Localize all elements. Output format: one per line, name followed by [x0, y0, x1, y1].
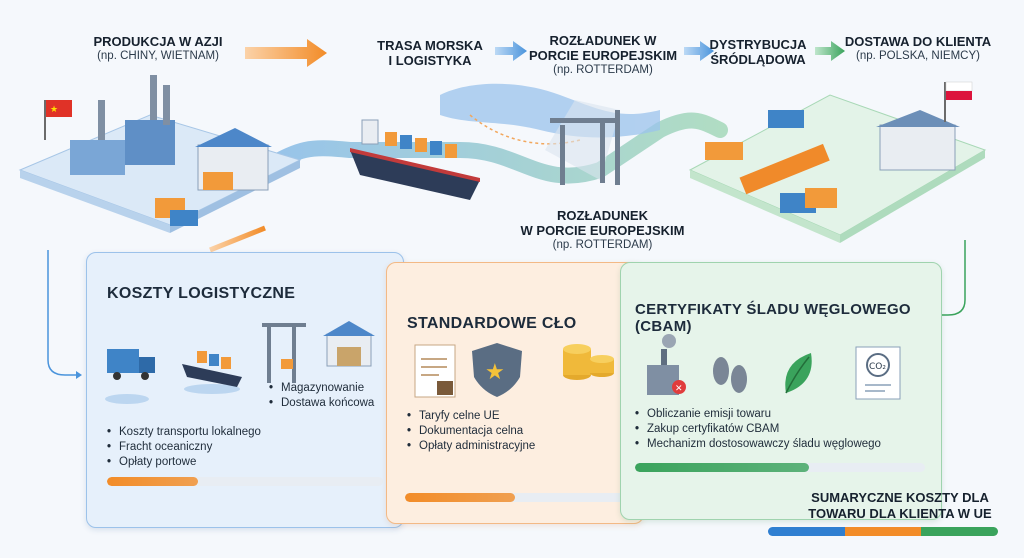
panel-title: KOSZTY LOGISTYCZNE: [107, 285, 296, 302]
summary-caption: SUMARYCZNE KOSZTY DLA TOWARU DLA KLIENTA…: [790, 490, 1010, 522]
logistics-costs-panel: KOSZTY LOGISTYCZNE: [86, 252, 404, 528]
cbam-panel: CERTYFIKATY ŚLADU WĘGLOWEGO (CBAM) ✕ CO₂: [620, 262, 942, 520]
stage-header-production: PRODUKCJA W AZJI (np. CHINY, WIETNAM): [78, 34, 238, 64]
summary-line1: SUMARYCZNE KOSZTY DLA: [811, 490, 989, 505]
duty-bullets: Taryfy celne UE Dokumentacja celna Opłat…: [407, 409, 535, 454]
stage-title-line1: DYSTRYBUCJA: [709, 37, 807, 52]
svg-text:★: ★: [50, 105, 58, 115]
logistics-bullets-left: Koszty transportu lokalnego Fracht ocean…: [107, 425, 261, 470]
cbam-bullets: Obliczanie emisji towaru Zakup certyfika…: [635, 407, 881, 452]
stage-title-line2: ŚRÓDLĄDOWA: [710, 52, 806, 67]
port-label: ROZŁADUNEK W PORCIE EUROPEJSKIM (np. ROT…: [520, 208, 685, 253]
logistics-icons: [105, 321, 375, 404]
shield-star-icon: ★: [472, 343, 522, 397]
list-item: Obliczanie emisji towaru: [635, 407, 881, 422]
stage-title-line1: ROZŁADUNEK W: [549, 33, 657, 48]
world-map: [440, 83, 660, 145]
svg-text:★: ★: [485, 360, 505, 385]
distribution-platform: [688, 81, 987, 243]
header-arrow-2: [495, 41, 527, 61]
list-item: Dokumentacja celna: [407, 424, 535, 439]
stage-header-inland: DYSTRYBUCJA ŚRÓDLĄDOWA: [698, 37, 818, 67]
standard-duty-panel: STANDARDOWE CŁO ★ Taryfy celne UE: [386, 262, 644, 524]
summary-line2: TOWARU DLA KLIENTA W UE: [808, 506, 992, 521]
cbam-progress-bar: [635, 463, 925, 472]
co2-label: CO₂: [869, 362, 886, 372]
factory-emission-icon: ✕: [647, 334, 686, 395]
leaf-icon: [785, 353, 812, 394]
svg-text:✕: ✕: [675, 384, 683, 394]
port-label-line2: W PORCIE EUROPEJSKIM: [520, 223, 685, 238]
summary-segment-cbam: [921, 527, 998, 536]
header-arrow-1: [245, 39, 327, 67]
list-item: Zakup certyfikatów CBAM: [635, 422, 881, 437]
stage-title-line2: PORCIE EUROPEJSKIM: [528, 48, 678, 63]
cbam-icons: ✕ CO₂: [647, 334, 901, 400]
left-flow-arrow: [47, 250, 78, 376]
document-stamp-icon: [414, 344, 456, 398]
stage-subtitle: (np. CHINY, WIETNAM): [97, 50, 219, 62]
header-arrow-4: [815, 41, 845, 61]
progress-fill: [107, 477, 199, 486]
logistics-bullets-right: Magazynowanie Dostawa końcowa: [269, 381, 374, 411]
warehouse-icon: [323, 321, 375, 367]
summary-color-bar: [768, 527, 998, 536]
duty-progress-bar: [405, 493, 625, 502]
list-item: Opłaty administracyjne: [407, 439, 535, 454]
factory-platform: ★: [18, 75, 302, 233]
duty-icons: ★: [414, 343, 614, 398]
summary-segment-duty: [844, 527, 922, 536]
list-item: Taryfy celne UE: [407, 409, 535, 424]
truck-icon: [105, 349, 155, 404]
stage-header-port: ROZŁADUNEK W PORCIE EUROPEJSKIM (np. ROT…: [518, 33, 688, 78]
port-label-line1: ROZŁADUNEK: [557, 208, 648, 223]
port-label-subtitle: (np. ROTTERDAM): [552, 239, 653, 251]
panel-title: CERTYFIKATY ŚLADU WĘGLOWEGO (CBAM): [635, 301, 911, 335]
list-item: Magazynowanie: [269, 381, 374, 396]
right-flow-arrow: [935, 240, 966, 316]
port-cranes: [545, 100, 620, 185]
stage-title: DOSTAWA DO KLIENTA: [844, 34, 992, 49]
orange-hint-arrow: [209, 225, 266, 253]
list-item: Fracht oceaniczny: [107, 440, 261, 455]
logistics-progress-bar: [107, 477, 383, 486]
stage-header-delivery: DOSTAWA DO KLIENTA (np. POLSKA, NIEMCY): [838, 34, 998, 64]
stage-header-sea-route: TRASA MORSKA I LOGISTYKA: [360, 38, 500, 68]
list-item: Dostawa końcowa: [269, 396, 374, 411]
panel-title: STANDARDOWE CŁO: [407, 315, 577, 332]
stage-subtitle: (np. ROTTERDAM): [553, 64, 653, 76]
header-arrow-3: [684, 41, 714, 61]
crane-icon: [262, 323, 306, 383]
container-ship: [350, 119, 480, 200]
progress-fill: [635, 463, 809, 472]
stage-title: PRODUKCJA W AZJI: [93, 34, 223, 49]
stage-title-line1: TRASA MORSKA: [377, 38, 483, 53]
stage-subtitle: (np. POLSKA, NIEMCY): [856, 50, 980, 62]
co2-certificate-icon: CO₂: [855, 346, 901, 400]
footprints-icon: [713, 357, 747, 393]
connecting-route: [242, 112, 728, 184]
summary-segment-logistics: [768, 527, 845, 536]
list-item: Opłaty portowe: [107, 455, 261, 470]
stage-title-line2: I LOGISTYKA: [388, 53, 472, 68]
list-item: Koszty transportu lokalnego: [107, 425, 261, 440]
ship-icon: [182, 351, 242, 394]
coins-icon: [563, 344, 614, 380]
list-item: Mechanizm dostosowawczy śladu węglowego: [635, 437, 881, 452]
progress-fill: [405, 493, 515, 502]
